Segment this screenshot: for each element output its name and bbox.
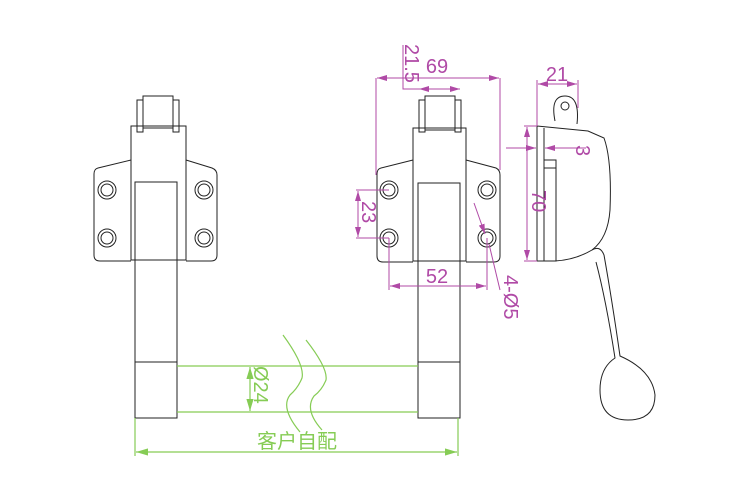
dimension-hole-callout: 4-Ø5 (473, 202, 521, 319)
right-latch-front-view (376, 95, 501, 419)
dimension-21-5: 21.5 (400, 44, 460, 92)
dimension-69: 69 (375, 56, 501, 175)
dimension-label: 21.5 (400, 44, 422, 83)
dimension-label: 21 (546, 64, 568, 86)
dimension-label: 客户自配 (257, 430, 337, 453)
left-latch-front-view (93, 95, 218, 419)
dimension-52: 52 (388, 238, 488, 290)
dimension-bar-diameter: Ø24 (246, 366, 271, 411)
mounting-holes (97, 180, 214, 248)
dimension-label: 3 (571, 145, 593, 156)
dimension-label: 70 (527, 190, 549, 212)
dimension-label: 52 (426, 266, 448, 288)
dimension-label: 69 (426, 56, 448, 78)
dimension-70: 70 (524, 125, 549, 262)
dimension-bar-length: 客户自配 (134, 418, 459, 456)
dimension-21: 21 (536, 64, 579, 126)
dimension-label: Ø24 (249, 366, 271, 404)
dimension-23: 23 (355, 189, 389, 239)
dimension-label: 4-Ø5 (499, 275, 521, 319)
dimension-3: 3 (506, 145, 593, 156)
dimension-label: 23 (357, 201, 379, 223)
bar (177, 334, 418, 433)
latch-side-view (536, 95, 656, 421)
